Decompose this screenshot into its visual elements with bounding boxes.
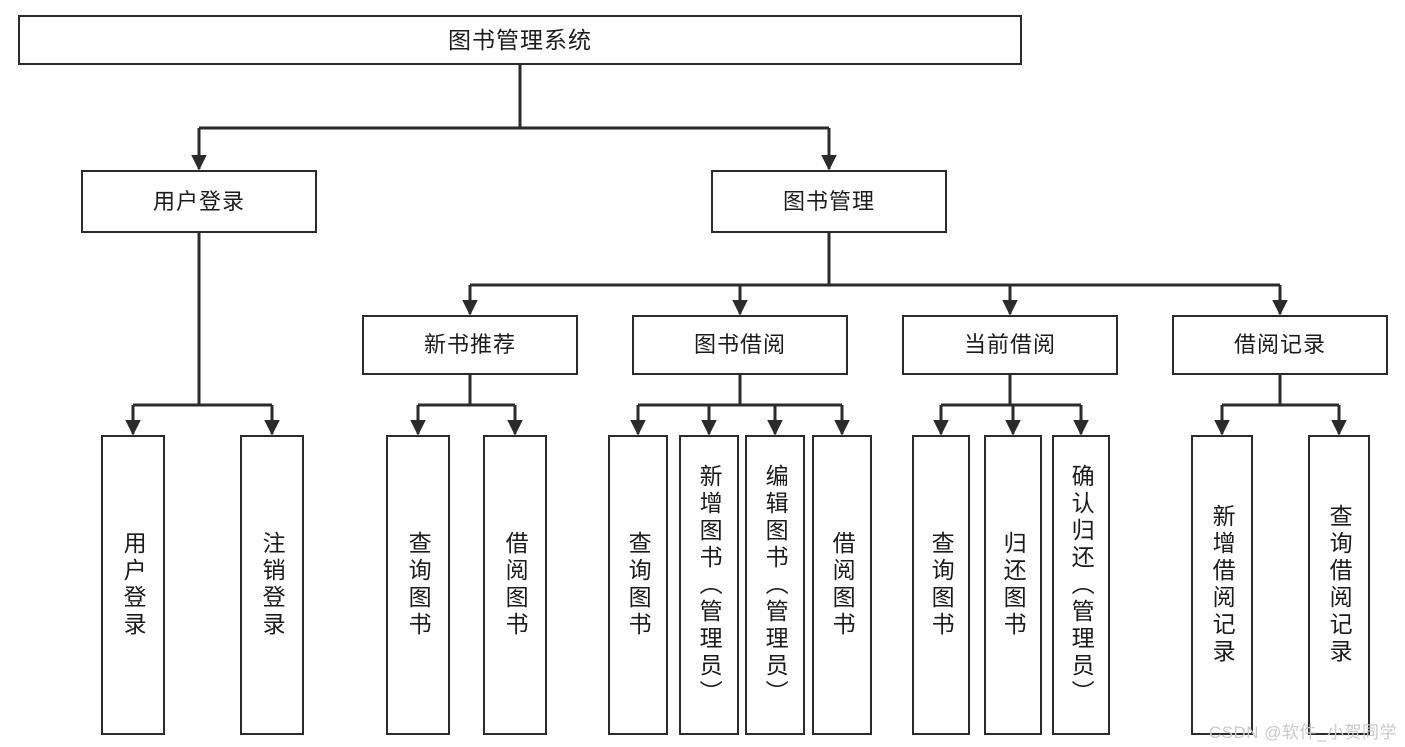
node-user-login[interactable]: 用户登录 — [81, 170, 317, 233]
node-borrow-record[interactable]: 借阅记录 — [1172, 315, 1388, 375]
node-current-borrow[interactable]: 当前借阅 — [902, 315, 1118, 375]
leaf-return-book-label: 归还图书 — [1000, 531, 1027, 639]
leaf-borrow-book-newbook-label: 借阅图书 — [502, 531, 529, 639]
leaf-user-login[interactable]: 用户登录 — [101, 435, 165, 735]
node-root-label: 图书管理系统 — [448, 26, 592, 53]
node-root[interactable]: 图书管理系统 — [18, 15, 1022, 65]
leaf-borrow-book-newbook[interactable]: 借阅图书 — [483, 435, 547, 735]
node-user-login-label: 用户登录 — [152, 188, 245, 214]
leaf-add-borrow-record[interactable]: 新增借阅记录 — [1191, 435, 1253, 735]
leaf-query-borrow-record[interactable]: 查询借阅记录 — [1308, 435, 1370, 735]
leaf-query-borrow-record-label: 查询借阅记录 — [1326, 504, 1353, 666]
leaf-logout[interactable]: 注销登录 — [240, 435, 304, 735]
leaf-logout-label: 注销登录 — [259, 531, 286, 639]
leaf-return-book[interactable]: 归还图书 — [984, 435, 1042, 735]
node-current-borrow-label: 当前借阅 — [963, 332, 1056, 358]
node-new-book-recommend-label: 新书推荐 — [423, 332, 516, 358]
leaf-borrow-book-label: 借阅图书 — [829, 531, 856, 639]
leaf-query-book-newbook-label: 查询图书 — [405, 531, 432, 639]
leaf-add-book-admin-label: 新增图书（管理员） — [696, 463, 723, 707]
leaf-query-book-newbook[interactable]: 查询图书 — [386, 435, 450, 735]
leaf-query-book-current-label: 查询图书 — [928, 531, 955, 639]
leaf-add-book-admin[interactable]: 新增图书（管理员） — [679, 435, 739, 735]
node-book-management[interactable]: 图书管理 — [711, 170, 947, 233]
leaf-edit-book-admin-label: 编辑图书（管理员） — [762, 463, 789, 707]
leaf-borrow-book[interactable]: 借阅图书 — [812, 435, 872, 735]
node-book-management-label: 图书管理 — [782, 188, 875, 214]
leaf-query-book-current[interactable]: 查询图书 — [912, 435, 970, 735]
leaf-user-login-label: 用户登录 — [120, 531, 147, 639]
leaf-confirm-return-admin-label: 确认归还（管理员） — [1068, 463, 1095, 707]
node-book-borrow[interactable]: 图书借阅 — [632, 315, 848, 375]
leaf-query-book-borrow[interactable]: 查询图书 — [608, 435, 668, 735]
node-book-borrow-label: 图书借阅 — [693, 332, 786, 358]
leaf-confirm-return-admin[interactable]: 确认归还（管理员） — [1052, 435, 1110, 735]
leaf-edit-book-admin[interactable]: 编辑图书（管理员） — [745, 435, 805, 735]
node-borrow-record-label: 借阅记录 — [1233, 332, 1326, 358]
node-new-book-recommend[interactable]: 新书推荐 — [362, 315, 578, 375]
leaf-query-book-borrow-label: 查询图书 — [625, 531, 652, 639]
leaf-add-borrow-record-label: 新增借阅记录 — [1209, 504, 1236, 666]
